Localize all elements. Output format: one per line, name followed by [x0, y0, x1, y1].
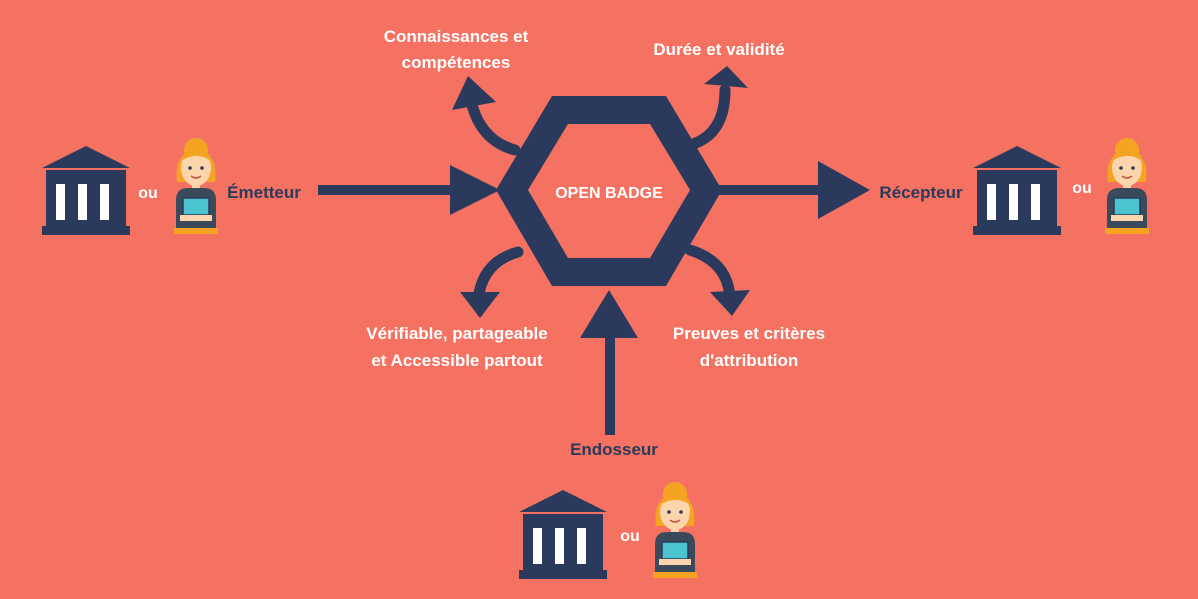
- receiver-label: Récepteur: [879, 183, 963, 202]
- verifiable-curved-arrow-icon: [460, 246, 524, 318]
- emitter-label: Émetteur: [227, 183, 301, 202]
- knowledge-label-line1: Connaissances et: [384, 27, 529, 46]
- evidence-curved-arrow-icon: [684, 244, 750, 316]
- center-label: OPEN BADGE: [555, 185, 663, 202]
- knowledge-curved-arrow-icon: [452, 76, 521, 156]
- endorser-or-label: ou: [620, 528, 640, 545]
- duration-label: Durée et validité: [653, 40, 784, 59]
- receiver-or-label: ou: [1072, 180, 1092, 197]
- endorser-label: Endosseur: [570, 440, 658, 459]
- duration-curved-arrow-icon: [684, 66, 748, 151]
- receiver-arrow: [700, 161, 870, 219]
- endorser-arrow: [580, 290, 638, 435]
- verifiable-label-line1: Vérifiable, partageable: [366, 324, 547, 343]
- knowledge-label-line2: compétences: [402, 53, 511, 72]
- evidence-label-line1: Preuves et critères: [673, 324, 825, 343]
- verifiable-label-line2: et Accessible partout: [371, 351, 543, 370]
- emitter-arrow: [318, 165, 500, 215]
- evidence-label-line2: d'attribution: [700, 351, 798, 370]
- emitter-or-label: ou: [138, 185, 158, 202]
